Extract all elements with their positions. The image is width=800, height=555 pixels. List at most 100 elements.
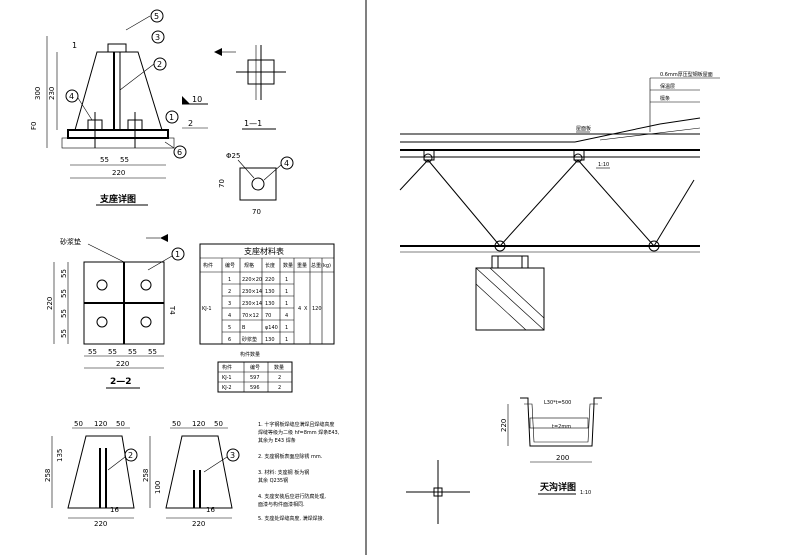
svg-text:B: B — [242, 325, 246, 331]
svg-text:220: 220 — [192, 520, 205, 528]
support-detail-title: 支座详图 — [99, 193, 136, 205]
svg-text:200: 200 — [556, 454, 569, 462]
svg-text:3: 3 — [228, 301, 231, 307]
plate-a: 50 120 50 258 135 16 220 2 — [44, 420, 138, 528]
svg-text:120: 120 — [312, 306, 322, 312]
svg-text:3: 3 — [155, 33, 160, 42]
svg-text:220×20: 220×20 — [242, 277, 262, 283]
svg-text:3: 3 — [230, 451, 235, 460]
hole-left-dim: 70 — [218, 179, 226, 188]
svg-text:55: 55 — [60, 309, 68, 318]
svg-text:16: 16 — [110, 506, 119, 514]
dim-base-half-1: 55 — [100, 156, 109, 164]
svg-text:220: 220 — [94, 520, 107, 528]
svg-text:50: 50 — [74, 420, 83, 428]
svg-text:120: 120 — [192, 420, 205, 428]
svg-text:4: 4 — [284, 159, 289, 168]
dim-base-half-2: 55 — [120, 156, 129, 164]
svg-text:6: 6 — [228, 337, 231, 343]
svg-text:10: 10 — [192, 95, 202, 104]
table-row: 2 230×14 130 1 — [222, 289, 294, 297]
table-row: 1 220×20 220 1 — [222, 277, 294, 285]
svg-text:4: 4 — [285, 313, 288, 319]
svg-text:t=2mm: t=2mm — [552, 424, 571, 430]
svg-text:4. 支座安装后应进行防腐处理,: 4. 支座安装后应进行防腐处理, — [258, 493, 326, 500]
svg-text:4: 4 — [69, 92, 74, 101]
svg-text:130: 130 — [265, 289, 275, 295]
svg-text:5. 支座处焊缝高度, 满焊焊接.: 5. 支座处焊缝高度, 满焊焊接. — [258, 515, 325, 522]
svg-text:其余 Q235钢: 其余 Q235钢 — [258, 477, 288, 484]
svg-text:258: 258 — [44, 469, 52, 482]
svg-text:55: 55 — [88, 348, 97, 356]
svg-text:1: 1 — [285, 277, 288, 283]
svg-text:1: 1 — [285, 289, 288, 295]
svg-text:构件: 构件 — [203, 262, 213, 269]
svg-text:φ140: φ140 — [265, 325, 278, 331]
quantity-table-title: 构件数量 — [240, 351, 260, 358]
svg-text:16: 16 — [206, 506, 215, 514]
anchor-bolts — [87, 112, 143, 148]
svg-text:1: 1 — [228, 277, 231, 283]
quantity-table: 构件数量 构件 编号 数量 KJ-1 597 2 KJ-2 596 2 — [217, 351, 293, 393]
svg-text:1:10: 1:10 — [598, 162, 609, 168]
svg-text:70: 70 — [265, 313, 271, 319]
table-row: KJ-2 596 2 — [222, 385, 281, 391]
svg-text:50: 50 — [214, 420, 223, 428]
svg-text:1:10: 1:10 — [580, 490, 591, 496]
svg-text:55: 55 — [60, 269, 68, 278]
table-row: 4 70×12 70 4 — [222, 313, 294, 321]
notes: 1. 十字钢板焊缝应满焊且焊缝高度 焊缝等级为二级 hf=8mm 焊条E43, … — [258, 421, 340, 522]
table-row: 6 砂浆垫 130 1 — [228, 336, 288, 343]
svg-text:100: 100 — [154, 481, 162, 494]
svg-text:总重(kg): 总重(kg) — [311, 262, 331, 269]
base-plate — [67, 129, 169, 139]
mortar-pad — [61, 137, 175, 149]
svg-text:130: 130 — [265, 301, 275, 307]
svg-text:0.6mm厚压型钢板屋面: 0.6mm厚压型钢板屋面 — [660, 71, 713, 78]
svg-text:55: 55 — [60, 329, 68, 338]
gutter-title: 天沟详图 — [540, 481, 576, 493]
support-detail: 300 230 F0 55 55 220 支座详图 1 5 3 2 4 1 — [30, 9, 208, 206]
svg-text:保温层: 保温层 — [660, 83, 675, 90]
svg-text:屋面板: 屋面板 — [576, 125, 591, 132]
dim-height-total: 300 — [34, 87, 42, 100]
callouts: 5 3 2 4 1 6 — [65, 9, 187, 159]
svg-text:2: 2 — [228, 289, 231, 295]
crosshair-cursor — [406, 460, 470, 524]
svg-text:230×14: 230×14 — [242, 289, 262, 295]
svg-text:55: 55 — [108, 348, 117, 356]
svg-text:50: 50 — [172, 420, 181, 428]
svg-text:砂浆垫: 砂浆垫 — [242, 336, 257, 343]
svg-text:220: 220 — [500, 419, 508, 432]
section-1-1: 1—1 — [214, 45, 286, 130]
dim-small-label: F0 — [30, 122, 38, 130]
section-2-2-label: 2—2 — [110, 377, 132, 387]
svg-text:长度: 长度 — [265, 262, 275, 269]
svg-text:258: 258 — [142, 469, 150, 482]
svg-text:4: 4 — [228, 313, 231, 319]
svg-text:1: 1 — [285, 325, 288, 331]
svg-text:2. 支座钢板表面应除锈 mm.: 2. 支座钢板表面应除锈 mm. — [258, 453, 323, 460]
svg-text:面漆与构件面漆相同.: 面漆与构件面漆相同. — [258, 501, 305, 508]
svg-text:数量: 数量 — [283, 262, 293, 269]
svg-text:规格: 规格 — [244, 262, 254, 269]
svg-text:70×12: 70×12 — [242, 313, 259, 319]
svg-text:1. 十字钢板焊缝应满焊且焊缝高度: 1. 十字钢板焊缝应满焊且焊缝高度 — [258, 421, 334, 428]
svg-text:55: 55 — [148, 348, 157, 356]
svg-text:KJ-2: KJ-2 — [222, 385, 232, 391]
svg-text:5: 5 — [154, 12, 159, 21]
svg-text:编号: 编号 — [250, 364, 260, 371]
table-row: 5 B φ140 1 — [222, 325, 294, 333]
concrete-column — [475, 255, 545, 331]
svg-text:596: 596 — [250, 385, 260, 391]
svg-text:220: 220 — [116, 360, 129, 368]
svg-text:其余为 E43 焊条: 其余为 E43 焊条 — [258, 437, 296, 444]
svg-text:135: 135 — [56, 449, 64, 462]
hole-dia: Φ25 — [226, 152, 240, 160]
cap-plate — [107, 43, 127, 53]
svg-text:120: 120 — [94, 420, 107, 428]
svg-text:1: 1 — [285, 337, 288, 343]
table-row: 3 230×14 130 1 — [222, 301, 294, 309]
svg-text:2: 2 — [278, 385, 281, 391]
